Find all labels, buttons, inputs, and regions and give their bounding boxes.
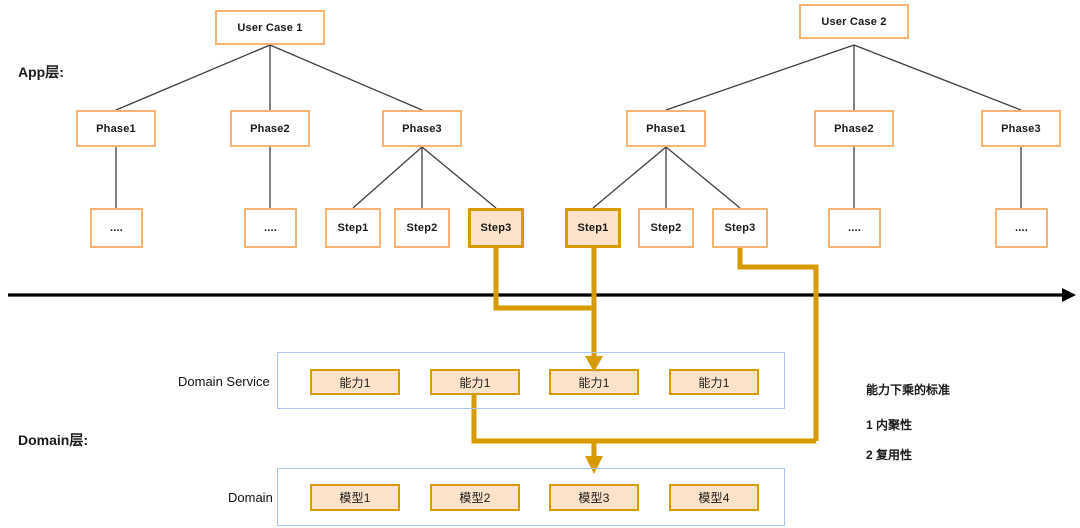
node-right-phase1[interactable]: Phase1 xyxy=(626,110,706,147)
node-right-step3[interactable]: Step3 xyxy=(712,208,768,248)
domain-service-row-label: Domain Service xyxy=(178,374,270,389)
notes-line-2: 2 复用性 xyxy=(866,448,913,462)
node-user-case-1[interactable]: User Case 1 xyxy=(215,10,325,45)
node-left-phase2[interactable]: Phase2 xyxy=(230,110,310,147)
model-box-3[interactable]: 模型3 xyxy=(549,484,639,511)
domain-row-label: Domain xyxy=(228,490,273,505)
capability-box-3[interactable]: 能力1 xyxy=(549,369,639,395)
capability-box-2[interactable]: 能力1 xyxy=(430,369,520,395)
arrowhead-to-model-3 xyxy=(585,456,603,474)
node-right-dots-2[interactable]: .... xyxy=(995,208,1048,248)
node-left-step2[interactable]: Step2 xyxy=(394,208,450,248)
node-left-dots-2[interactable]: .... xyxy=(244,208,297,248)
domain-service-container xyxy=(277,352,785,409)
notes-line-1: 1 内聚性 xyxy=(866,418,913,432)
node-left-phase1[interactable]: Phase1 xyxy=(76,110,156,147)
node-left-phase3[interactable]: Phase3 xyxy=(382,110,462,147)
domain-layer-label: Domain层: xyxy=(18,432,88,448)
model-box-1[interactable]: 模型1 xyxy=(310,484,400,511)
node-right-phase3[interactable]: Phase3 xyxy=(981,110,1061,147)
arrowhead-to-capability-3 xyxy=(585,356,603,372)
node-left-dots-1[interactable]: .... xyxy=(90,208,143,248)
domain-container xyxy=(277,468,785,526)
model-box-2[interactable]: 模型2 xyxy=(430,484,520,511)
node-right-dots-1[interactable]: .... xyxy=(828,208,881,248)
node-right-step1[interactable]: Step1 xyxy=(565,208,621,248)
tree-edges-left xyxy=(115,44,497,209)
connector-right-step3 xyxy=(737,248,819,441)
node-left-step3[interactable]: Step3 xyxy=(468,208,524,248)
app-layer-label: App层: xyxy=(18,64,64,80)
connector-left-step3 xyxy=(493,248,594,311)
notes-title: 能力下乘的标准 xyxy=(866,383,951,397)
capability-box-4[interactable]: 能力1 xyxy=(669,369,759,395)
node-left-step1[interactable]: Step1 xyxy=(325,208,381,248)
tree-edges-right xyxy=(592,44,1022,209)
axis-arrowhead xyxy=(1062,288,1076,302)
capability-box-1[interactable]: 能力1 xyxy=(310,369,400,395)
node-right-step2[interactable]: Step2 xyxy=(638,208,694,248)
node-right-phase2[interactable]: Phase2 xyxy=(814,110,894,147)
node-user-case-2[interactable]: User Case 2 xyxy=(799,4,909,39)
model-box-4[interactable]: 模型4 xyxy=(669,484,759,511)
